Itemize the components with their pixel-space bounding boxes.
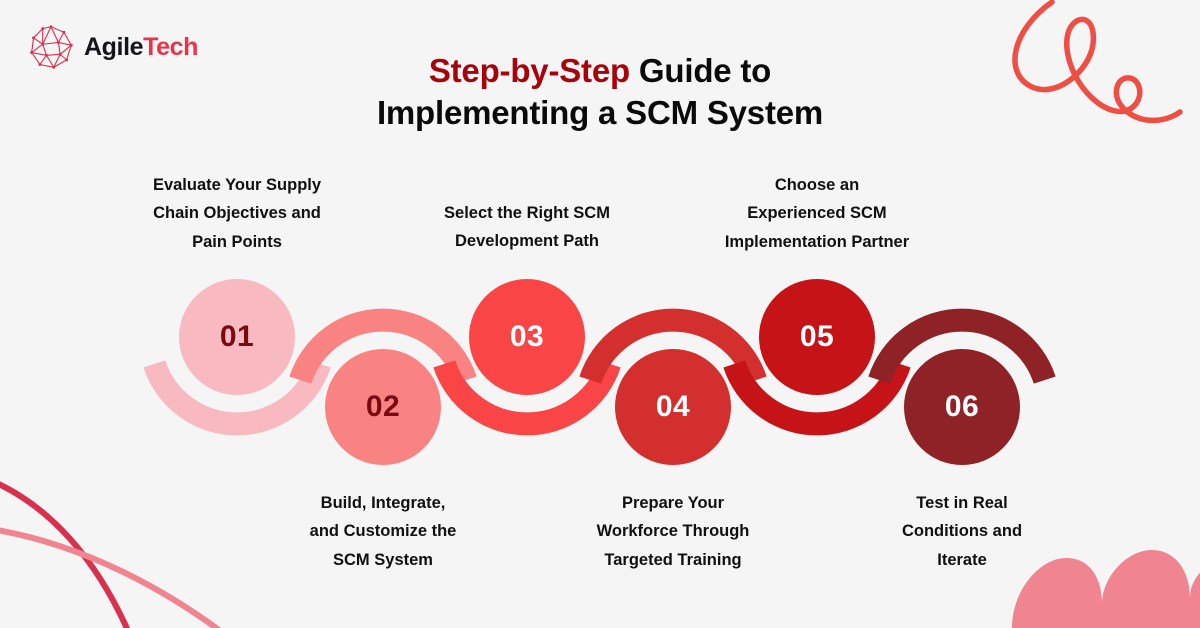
step-circle-03[interactable] [469,279,585,395]
brand-name-agile: Agile [84,32,144,61]
step-caption-line: Test in Real [916,494,1008,512]
step-circle-06[interactable] [904,349,1020,465]
step-circle-04[interactable] [615,349,731,465]
step-caption-line: Select the Right SCM [444,204,610,222]
step-number-01: 01 [219,320,255,353]
step-caption-line: and Customize the [309,522,457,541]
title-line2: Implementing a SCM System [376,93,824,131]
step-caption-line: Conditions and [901,522,1023,541]
step-number-04: 04 [655,390,691,423]
step-number-03: 03 [509,320,545,353]
title-accent-text: Step-by-Step [428,52,630,89]
step-caption-line: Prepare Your [621,494,725,512]
step-circle-02[interactable] [325,349,441,465]
step-number-06: 06 [944,390,980,423]
step-caption-line: Build, Integrate, [320,494,446,512]
brand-wordmark: AgileTech [84,32,199,61]
page-title: Step-by-Step Guide to Implementing a SCM… [300,50,900,133]
step-circle-01[interactable] [179,279,295,395]
brand-logo[interactable]: AgileTech [28,24,198,70]
title-rest-line1: Guide to [629,52,772,89]
step-caption-line: Workforce Through [596,522,750,541]
step-caption-line: Implementation Partner [724,232,910,251]
step-circle-05[interactable] [759,279,875,395]
step-caption-line: Pain Points [192,232,282,251]
step-caption-line: Chain Objectives and [153,204,321,223]
polygon-network-icon [30,25,73,69]
step-connector-arc-02 [289,308,477,384]
step-caption-line: Evaluate Your Supply [152,176,322,194]
step-caption-line: Iterate [937,550,987,569]
step-connector-arc-06 [868,308,1056,384]
step-connector-arc-04 [579,308,767,384]
step-connector-arc-05 [723,360,911,436]
brand-name-tech: Tech [143,32,199,61]
step-connector-arc-01 [143,360,331,436]
step-number-05: 05 [799,320,835,353]
step-caption-05: Choose an Experienced SCM Implementation P… [692,171,942,256]
step-caption-line: SCM System [333,550,433,569]
step-caption-line: Choose an [774,176,860,194]
step-caption-line: Targeted Training [604,550,742,569]
step-connector-arc-03 [433,360,621,436]
step-caption-line: Development Path [455,232,599,251]
step-caption-line: Experienced SCM [747,204,887,223]
step-caption-03: Select the Right SCM Development Path [402,199,652,256]
step-number-02: 02 [365,390,401,423]
